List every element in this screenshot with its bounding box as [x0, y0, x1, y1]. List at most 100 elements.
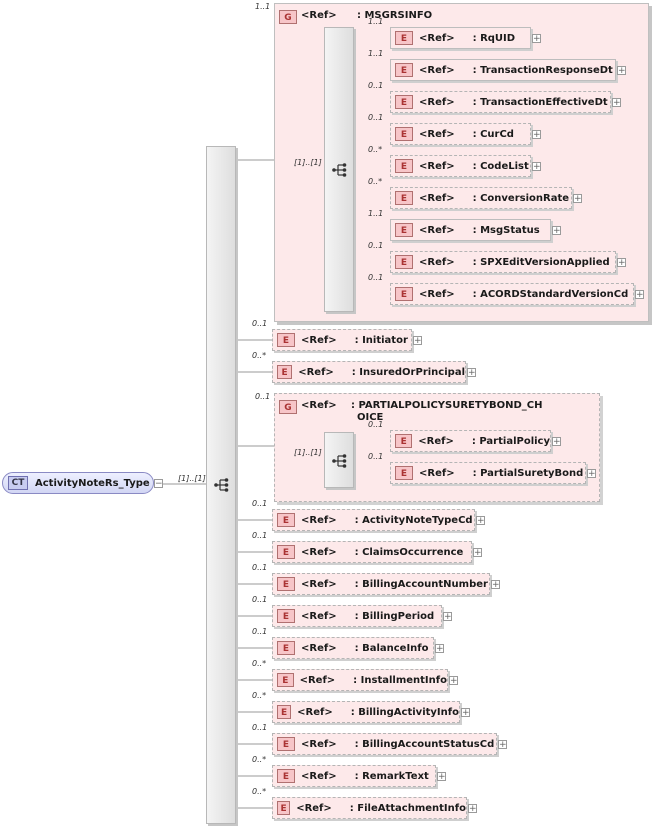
element-badge: E — [395, 434, 413, 448]
element-node[interactable]: E <Ref> : BalanceInfo — [272, 637, 434, 659]
element-node[interactable]: E <Ref> : InsuredOrPrincipal — [272, 361, 466, 383]
main-sequence-compositor[interactable] — [206, 146, 236, 824]
element-ref-label: <Ref> — [301, 642, 337, 654]
element-name: : RemarkText — [354, 770, 429, 782]
element-cardinality: 0..* — [252, 691, 267, 700]
expand-icon[interactable]: + — [461, 708, 470, 718]
expand-icon[interactable]: + — [532, 130, 541, 140]
partial-sequence-compositor[interactable] — [324, 432, 354, 488]
element-node[interactable]: E<Ref>: BillingAccountStatusCd — [272, 733, 497, 755]
element-badge: E — [395, 466, 413, 480]
element-node[interactable]: E<Ref>: CodeList — [390, 155, 531, 177]
element-badge: E — [277, 801, 291, 815]
element-node[interactable]: E<Ref>: PartialPolicy — [390, 430, 551, 452]
element-cardinality: 0..* — [252, 659, 267, 668]
element-node[interactable]: E<Ref>: TransactionEffectiveDt — [390, 91, 611, 113]
element-node[interactable]: E<Ref>: FileAttachmentInfo — [272, 797, 467, 819]
expand-icon[interactable]: + — [532, 34, 541, 44]
element-name: : InsuredOrPrincipal — [351, 366, 465, 378]
expand-icon[interactable]: + — [587, 469, 596, 479]
element-node[interactable]: E<Ref>: ClaimsOccurrence — [272, 541, 472, 563]
element-ref-label: <Ref> — [299, 674, 336, 686]
expand-icon[interactable]: + — [467, 368, 476, 378]
element-ref-label: <Ref> — [419, 192, 455, 204]
element-badge: E — [395, 31, 413, 45]
expand-icon[interactable]: + — [491, 580, 500, 590]
element-node[interactable]: E<Ref>: TransactionResponseDt — [390, 59, 616, 81]
group-ref-label: <Ref> — [301, 10, 337, 21]
element-node[interactable]: E<Ref>: RemarkText — [272, 765, 436, 787]
expand-icon[interactable]: + — [435, 644, 444, 654]
element-cardinality: 0..1 — [252, 563, 268, 572]
element-name: : SPXEditVersionApplied — [472, 256, 610, 268]
sequence-icon — [332, 163, 347, 177]
element-badge: E — [277, 513, 295, 527]
element-node[interactable]: E<Ref>: ACORDStandardVersionCd — [390, 283, 634, 305]
msgrs-sequence-compositor[interactable] — [324, 27, 354, 312]
element-cardinality: 0..* — [252, 787, 267, 796]
element-name: : PartialSuretyBond — [472, 467, 584, 479]
expand-icon[interactable]: + — [498, 740, 507, 750]
expand-icon[interactable]: + — [443, 612, 452, 622]
element-cardinality: 1..1 — [368, 49, 384, 58]
element-cardinality: 1..1 — [368, 209, 384, 218]
element-cardinality: 0..1 — [252, 531, 268, 540]
element-node[interactable]: E<Ref>: InstallmentInfo — [272, 669, 448, 691]
element-node[interactable]: E<Ref>: PartialSuretyBond — [390, 462, 586, 484]
element-cardinality: 0..1 — [252, 319, 268, 328]
msgrs-group-cardinality: 1..1 — [255, 2, 271, 11]
complex-type-name: ActivityNoteRs_Type — [35, 477, 150, 489]
element-cardinality: 1..1 — [368, 17, 384, 26]
expand-icon[interactable]: + — [532, 162, 541, 172]
partial-sequence-cardinality: [1]..[1] — [294, 448, 322, 457]
group-ref-label: <Ref> — [301, 400, 337, 411]
expand-icon[interactable]: + — [476, 516, 485, 526]
element-node[interactable]: E<Ref>: BillingActivityInfo — [272, 701, 460, 723]
expand-icon[interactable]: + — [617, 66, 626, 76]
element-node[interactable]: E<Ref>: RqUID — [390, 27, 531, 49]
element-ref-label: <Ref> — [301, 334, 337, 346]
element-ref-label: <Ref> — [419, 256, 455, 268]
expand-icon[interactable]: + — [437, 772, 446, 782]
expand-icon[interactable]: + — [635, 290, 644, 300]
element-name: : InstallmentInfo — [353, 674, 447, 686]
element-cardinality: 0..1 — [368, 113, 384, 122]
element-ref-label: <Ref> — [419, 160, 455, 172]
group-badge: G — [279, 400, 297, 414]
element-ref-label: <Ref> — [419, 32, 455, 44]
element-cardinality: 0..1 — [368, 81, 384, 90]
element-cardinality: 0..1 — [252, 627, 268, 636]
expand-icon[interactable]: + — [449, 676, 458, 686]
element-ref-label: <Ref> — [419, 224, 455, 236]
expand-icon[interactable]: + — [473, 548, 482, 558]
element-node[interactable]: E<Ref>: BillingAccountNumber — [272, 573, 490, 595]
element-badge: E — [277, 333, 295, 347]
complex-type-badge: CT — [8, 476, 28, 490]
element-node[interactable]: E<Ref>: ConversionRate — [390, 187, 572, 209]
expand-icon[interactable]: + — [413, 336, 422, 346]
element-badge: E — [277, 641, 295, 655]
element-cardinality: 0..* — [252, 755, 267, 764]
element-name: : CurCd — [472, 128, 514, 140]
element-node[interactable]: E<Ref>: CurCd — [390, 123, 531, 145]
element-badge: E — [395, 159, 413, 173]
expand-icon[interactable]: + — [612, 98, 621, 108]
element-name: : BalanceInfo — [354, 642, 429, 654]
expand-icon[interactable]: + — [552, 437, 561, 447]
element-node[interactable]: E<Ref>: MsgStatus — [390, 219, 551, 241]
element-name: : TransactionResponseDt — [472, 64, 613, 76]
element-node[interactable]: E<Ref>: SPXEditVersionApplied — [390, 251, 616, 273]
root-collapse-icon[interactable]: − — [154, 479, 163, 489]
element-name: : ConversionRate — [472, 192, 570, 204]
complex-type-node[interactable]: CT ActivityNoteRs_Type — [2, 472, 154, 494]
element-node[interactable]: E<Ref>: ActivityNoteTypeCd — [272, 509, 475, 531]
sequence-icon — [214, 478, 229, 492]
expand-icon[interactable]: + — [617, 258, 626, 268]
element-node[interactable]: E<Ref>: BillingPeriod — [272, 605, 442, 627]
expand-icon[interactable]: + — [573, 194, 582, 204]
element-node[interactable]: E<Ref>: Initiator — [272, 329, 412, 351]
expand-icon[interactable]: + — [468, 804, 477, 814]
element-ref-label: <Ref> — [298, 366, 334, 378]
element-badge: E — [277, 365, 293, 379]
expand-icon[interactable]: + — [552, 226, 561, 236]
